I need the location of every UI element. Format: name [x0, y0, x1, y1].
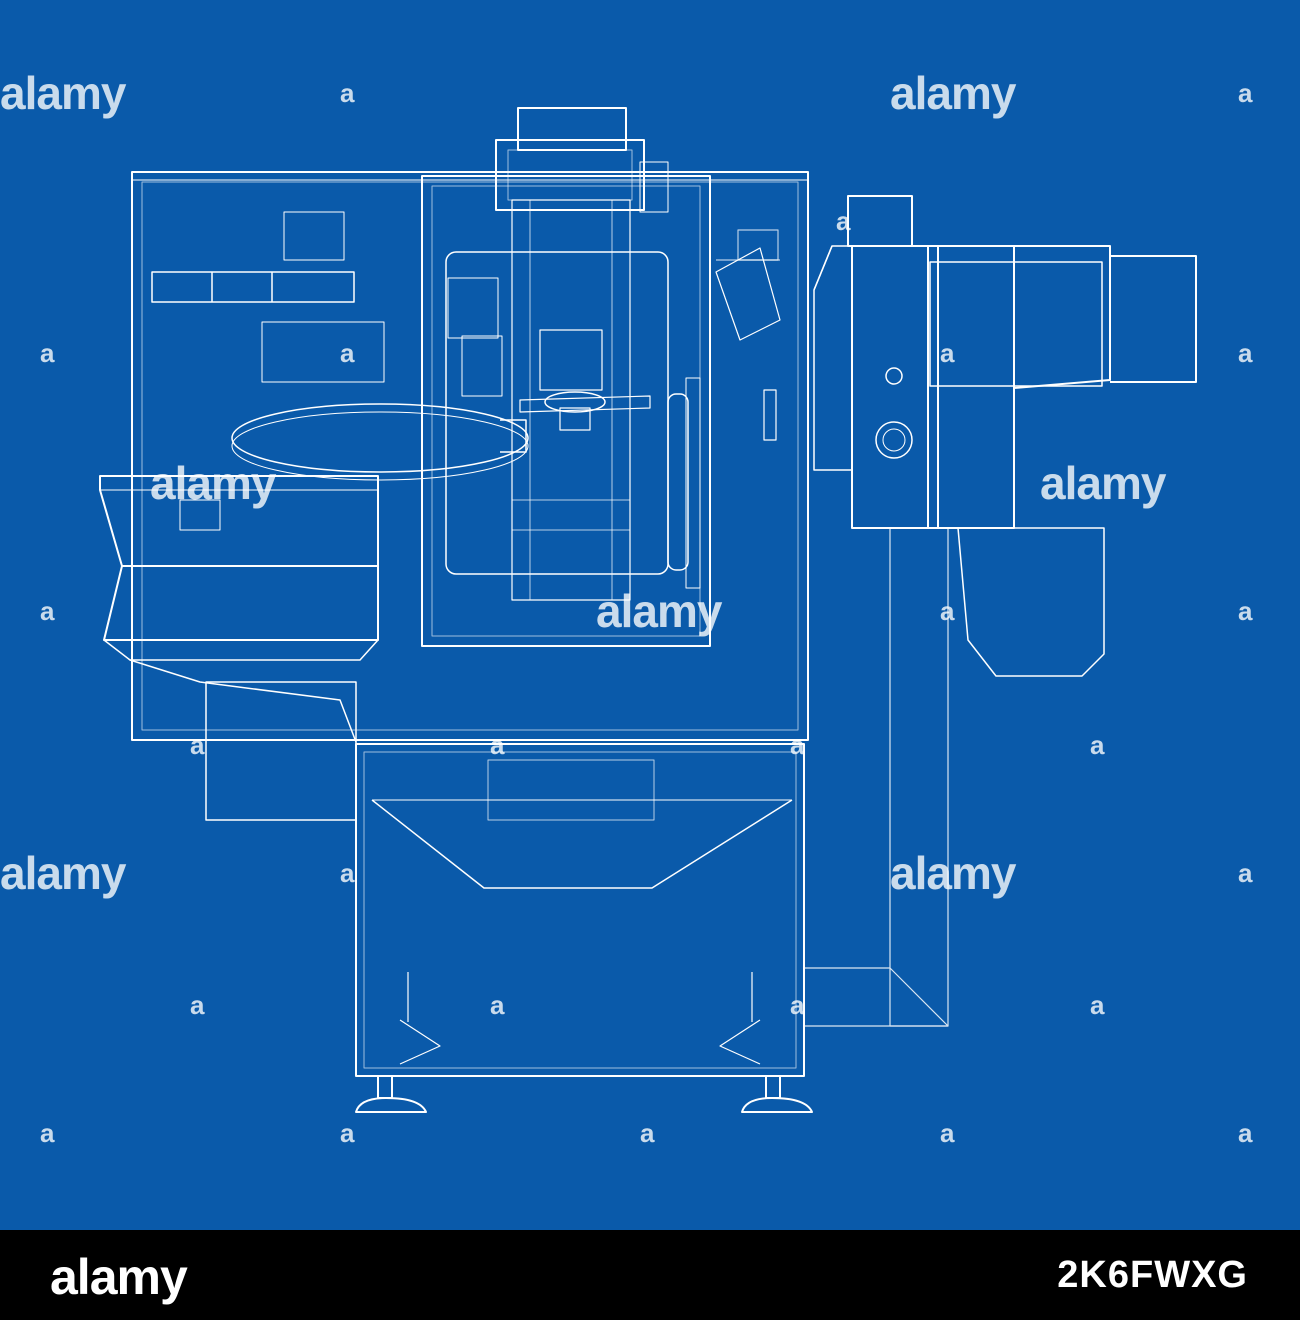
watermark-mark: a	[340, 858, 355, 888]
door-window	[421, 175, 711, 647]
watermark-mark: a	[940, 1118, 955, 1148]
left-internals	[151, 211, 529, 481]
watermark-mark: a	[190, 990, 205, 1020]
panel-stand	[804, 527, 949, 1027]
watermark-mark: a	[1238, 858, 1253, 888]
watermark-brand: alamy	[890, 847, 1016, 899]
chip-tray	[99, 475, 379, 743]
watermark-mark: a	[490, 990, 505, 1020]
watermark-brand: alamy	[596, 585, 722, 637]
watermark-mark: a	[1090, 990, 1105, 1020]
watermark-brand: alamy	[0, 847, 126, 899]
control-panel	[813, 195, 1197, 677]
footer-logo: alamy	[50, 1249, 188, 1305]
watermark-mark: a	[40, 1118, 55, 1148]
watermark-mark: a	[40, 596, 55, 626]
spindle-head	[495, 107, 669, 213]
right-internals	[715, 229, 781, 441]
watermark-mark: a	[490, 730, 505, 760]
blueprint-canvas: alamy alamy alamy alamy alamy alamy alam…	[0, 0, 1300, 1230]
footer-bar: alamy 2K6FWXG	[0, 1230, 1300, 1320]
machine-wireframe-drawing	[99, 107, 1197, 1113]
watermark-mark: a	[40, 338, 55, 368]
leveling-feet	[355, 1075, 813, 1113]
watermark-mark: a	[640, 1118, 655, 1148]
main-cabinet	[131, 171, 809, 741]
watermark-mark: a	[790, 990, 805, 1020]
watermark-brand: alamy	[0, 67, 126, 119]
watermark-mark: a	[1090, 730, 1105, 760]
watermark-mark: a	[340, 1118, 355, 1148]
watermark-mark: a	[1238, 1118, 1253, 1148]
watermark-brand: alamy	[1040, 457, 1166, 509]
watermark-brand: alamy	[890, 67, 1016, 119]
lower-cabinet	[355, 743, 805, 1077]
watermark-mark: a	[190, 730, 205, 760]
watermark-mark: a	[940, 338, 955, 368]
watermark-mark: a	[340, 78, 355, 108]
watermark-brand: alamy	[150, 457, 276, 509]
watermark-mark: a	[836, 206, 851, 236]
watermark-mark: a	[940, 596, 955, 626]
watermark-mark: a	[1238, 596, 1253, 626]
watermark-mark: a	[1238, 338, 1253, 368]
lower-left-box	[205, 681, 357, 821]
watermark-mark: a	[790, 730, 805, 760]
watermark-mark: a	[1238, 78, 1253, 108]
watermark-mark: a	[340, 338, 355, 368]
footer-image-id: 2K6FWXG	[1057, 1254, 1248, 1296]
